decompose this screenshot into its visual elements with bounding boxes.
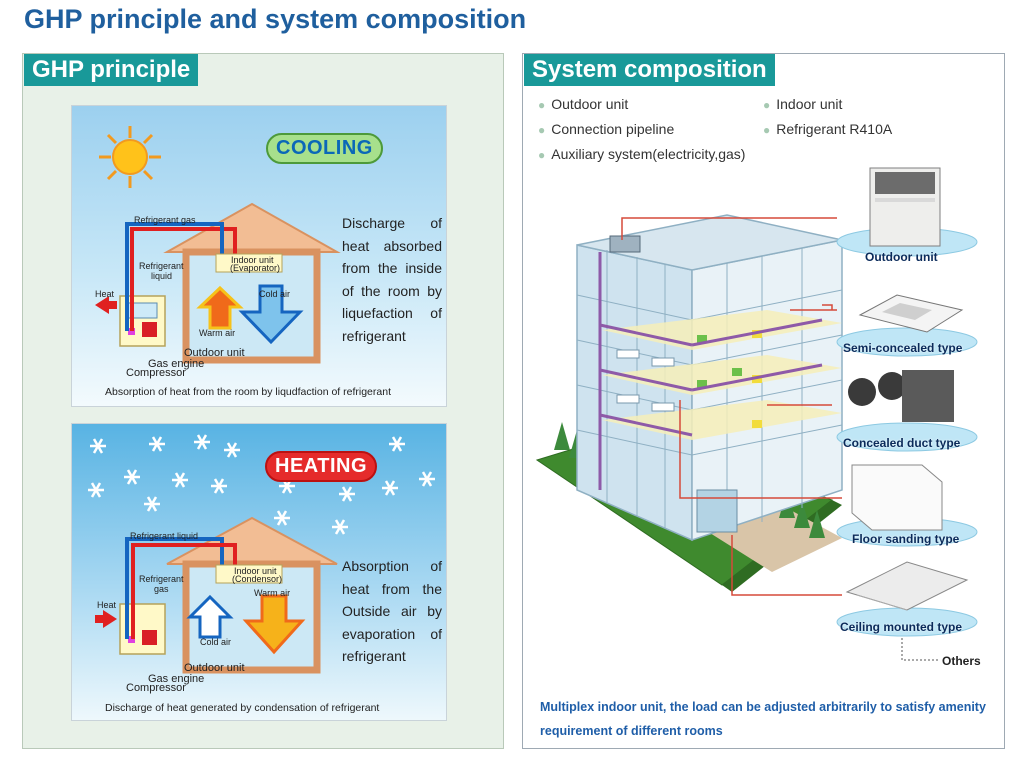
heat-arrow-icon: [95, 610, 117, 628]
bullet-outdoor-unit: Outdoor unit: [538, 96, 628, 112]
refrigerant-liquid-label: liquid: [151, 271, 173, 281]
heat-arrow-icon: [95, 296, 117, 314]
ceiling-mounted-unit-icon: [845, 561, 969, 611]
cooling-illustration: [95, 126, 341, 364]
compressor-label: Compressor: [126, 682, 186, 694]
compressor-label: Compressor: [126, 367, 186, 379]
page-title: GHP principle and system composition: [24, 4, 527, 34]
system-composition-header: System composition: [524, 54, 775, 86]
snowflake-icons: [88, 434, 435, 535]
gas-engine-label: Gas engine: [148, 673, 205, 685]
cooling-diagram: COOLING Discharge of heat absorbed from …: [71, 105, 447, 407]
floor-standing-unit-icon: [851, 464, 943, 531]
ceiling-mounted-type-label: Ceiling mounted type: [840, 620, 963, 634]
heating-diagram: HEATING Absorption of heat from the Outs…: [71, 423, 447, 721]
indoor-unit-label: Indoor unit: [231, 255, 274, 265]
semi-concealed-type-label: Semi-concealed type: [843, 341, 963, 355]
sun-icon: [99, 126, 161, 188]
refrigerant-gas-label: Refrigerant gas: [134, 215, 196, 225]
bullet-auxiliary-system: Auxiliary system(electricity,gas): [538, 146, 745, 162]
outdoor-unit-label: Outdoor unit: [184, 662, 245, 674]
building-front: [576, 244, 693, 542]
semi-concealed-unit-icon: [858, 294, 964, 333]
warm-air-arrow-icon: [196, 285, 244, 330]
outdoor-unit-product-icon: [869, 167, 941, 247]
warm-air-label: Warm air: [199, 328, 236, 338]
heating-badge: HEATING: [265, 451, 378, 482]
heating-caption: Discharge of heat generated by condensat…: [105, 702, 380, 714]
warm-air-arrow-icon: [242, 594, 306, 655]
outdoor-unit-label: Outdoor unit: [865, 250, 938, 264]
warm-air-label: Warm air: [254, 588, 291, 598]
refrigerant-liquid-label: Refrigerant liquid: [130, 531, 199, 541]
building-illustration: [535, 167, 978, 661]
concealed-duct-unit-icon: [848, 370, 954, 422]
cold-air-arrow-icon: [238, 284, 304, 345]
indoor-unit-icon: [215, 253, 283, 273]
cold-air-label: Cold air: [259, 289, 291, 299]
refrigerant-label: Refrigerant: [139, 574, 184, 584]
cooling-badge: COOLING: [266, 133, 383, 164]
floor-sanding-type-label: Floor sanding type: [852, 532, 960, 546]
others-label: Others: [942, 654, 981, 668]
cooling-description: Discharge of heat absorbed from the insi…: [342, 215, 442, 344]
refrigerant-label: Refrigerant: [139, 261, 184, 271]
indoor-unit-icon: [215, 564, 283, 584]
bullet-refrigerant: Refrigerant R410A: [763, 121, 892, 137]
bullet-connection-pipeline: Connection pipeline: [538, 121, 674, 137]
heating-description: Absorption of heat from the Outside air …: [342, 558, 442, 664]
roof-outdoor-unit-icon: [609, 235, 641, 253]
gas-engine-label: Gas engine: [148, 358, 205, 370]
heat-label: Heat: [97, 600, 117, 610]
cold-air-arrow-icon: [186, 594, 234, 639]
refrigerant-gas-label: gas: [154, 584, 169, 594]
cooling-caption: Absorption of heat from the room by liqu…: [105, 386, 391, 398]
heat-label: Heat: [95, 289, 115, 299]
concealed-duct-type-label: Concealed duct type: [843, 436, 961, 450]
heating-illustration: [88, 434, 435, 674]
ghp-principle-header: GHP principle: [24, 54, 199, 86]
indoor-unit-label: Indoor unit: [234, 566, 277, 576]
cold-air-label: Cold air: [200, 637, 232, 647]
bullet-indoor-unit: Indoor unit: [763, 96, 842, 112]
outdoor-unit-label: Outdoor unit: [184, 347, 245, 359]
condensor-label: (Condensor): [232, 574, 283, 584]
footer-note: Multiplex indoor unit, the load can be a…: [540, 700, 986, 738]
evaporator-label: (Evaporator): [230, 263, 281, 273]
